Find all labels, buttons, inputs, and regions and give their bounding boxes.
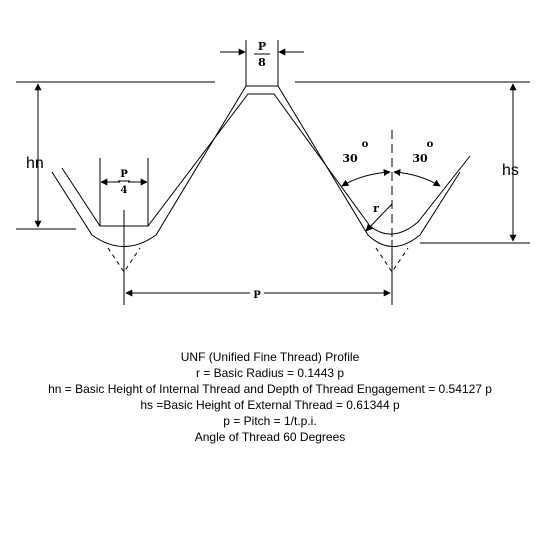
angle-left-label: 30 [342,152,358,165]
caption-block: UNF (Unified Fine Thread) Profile r = Ba… [0,349,540,445]
caption-title: UNF (Unified Fine Thread) Profile [180,350,360,364]
hn-label: hn [26,155,44,172]
radius-label: r [373,202,379,215]
thread-profile-diagram: P 8 P 4 hn hs 30 o 30 o r P [16,40,530,305]
angle-right-label: 30 [412,152,428,165]
radius-arrow [365,203,393,232]
angle-right-degree: o [427,139,434,150]
caption-line-radius: r = Basic Radius = 0.1443 p [195,366,345,380]
angle-left-degree: o [362,139,369,150]
p8-numerator: P [258,40,266,53]
caption-line-pitch: p = Pitch = 1/t.p.i. [223,414,317,428]
right-sharp-v [375,247,409,273]
p8-denominator: 8 [258,56,266,69]
pitch-label: P [253,290,261,301]
caption-line-hn: hn = Basic Height of Internal Thread and… [48,382,492,396]
hs-label: hs [502,162,519,179]
p4-numerator: P [120,169,128,180]
caption-line-hs: hs =Basic Height of External Thread = 0.… [140,398,400,412]
caption-line-angle: Angle of Thread 60 Degrees [194,430,346,444]
internal-thread-outline [61,93,471,235]
external-thread-outline [51,85,461,247]
p4-denominator: 4 [121,185,128,196]
angle-arc-right [393,168,441,187]
left-sharp-v [107,247,141,273]
angle-arc-left [341,168,391,187]
